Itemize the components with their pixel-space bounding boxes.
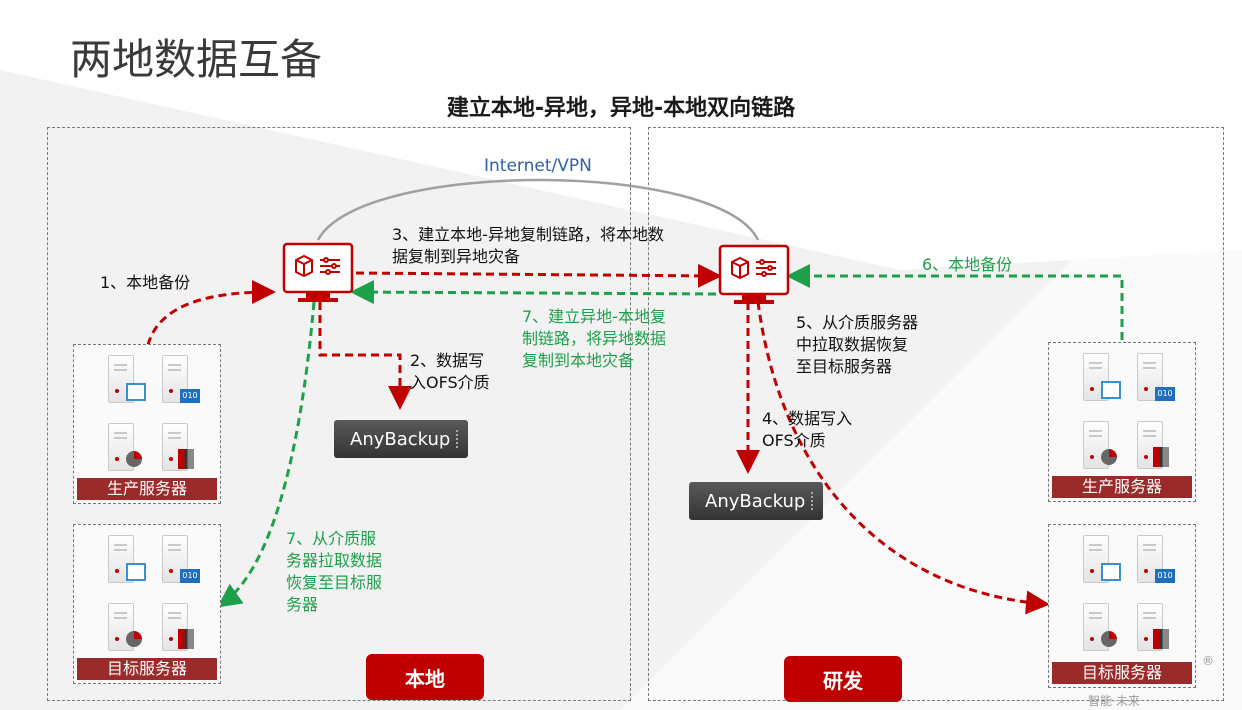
window-badge-icon [126,383,146,401]
server-icon [162,423,188,471]
step6-note: 6、本地备份 [922,255,1013,274]
binary-badge-icon: 010 [1155,569,1175,583]
left-production-server-group: 010 生产服务器 [73,344,221,504]
step1-note: 1、本地备份 [100,273,191,292]
remote-media-server-monitor-icon [718,244,790,304]
group-label: 目标服务器 [77,658,217,680]
books-badge-icon [178,629,194,649]
pie-badge-icon [1101,631,1117,647]
arrow-step2 [318,302,412,410]
arrow-step3 [355,263,722,288]
group-label: 生产服务器 [1052,476,1192,498]
registered-mark: ® [1202,654,1214,668]
books-badge-icon [1153,629,1169,649]
binary-badge-icon: 010 [180,389,200,403]
step5-note: 5、从介质服务器 中拉取数据恢复 至目标服务器 [796,313,919,376]
right-production-server-group: 010 生产服务器 [1048,342,1196,502]
page-title: 两地数据互备 [70,35,323,84]
pie-badge-icon [1101,449,1117,465]
arrow-step7b [217,301,316,608]
books-badge-icon [178,449,194,469]
remote-zone [648,127,1224,701]
binary-badge-icon: 010 [1155,387,1175,401]
step7b-note: 7、从介质服 务器拉取数据 恢复至目标服 务器 [286,529,383,614]
diagram-subtitle: 建立本地-异地，异地-本地双向链路 [446,96,796,121]
local-anybackup-appliance: AnyBackup [334,420,468,458]
group-label: 目标服务器 [1052,662,1192,684]
settings-sliders-icon [756,259,776,277]
remote-zone-label: 研发 [784,656,902,702]
binary-badge-icon: 010 [180,569,200,583]
local-zone-label: 本地 [366,654,484,700]
window-badge-icon [126,563,146,581]
window-badge-icon [1101,381,1121,399]
remote-anybackup-appliance: AnyBackup [689,482,823,520]
right-target-server-group: 010 目标服务器 [1048,524,1196,688]
pie-badge-icon [126,631,142,647]
internet-link [316,178,760,241]
arrow-step7a [350,280,717,305]
arrow-step5 [756,301,1050,615]
cube-icon [731,256,749,280]
step7a-note: 7、建立异地-本地复 制链路，将异地数据 复制到本地灾备 [522,307,667,370]
local-media-server-monitor-icon [282,242,354,302]
books-badge-icon [1153,447,1169,467]
network-label: Internet/VPN [484,156,592,176]
left-target-server-group: 010 目标服务器 [73,524,221,684]
window-badge-icon [1101,563,1121,581]
watermark-slogan: 智能·未来 [1088,694,1140,708]
cube-icon [295,254,313,278]
step4-note: 4、数据写入 OFS介质 [762,409,853,450]
group-label: 生产服务器 [77,478,217,500]
step3-note: 3、建立本地-异地复制链路，将本地数 据复制到异地灾备 [392,225,664,266]
settings-sliders-icon [320,257,340,275]
arrow-step1 [146,280,276,346]
step2-note: 2、数据写 入OFS介质 [410,351,490,392]
local-zone [47,127,631,701]
pie-badge-icon [126,451,142,467]
